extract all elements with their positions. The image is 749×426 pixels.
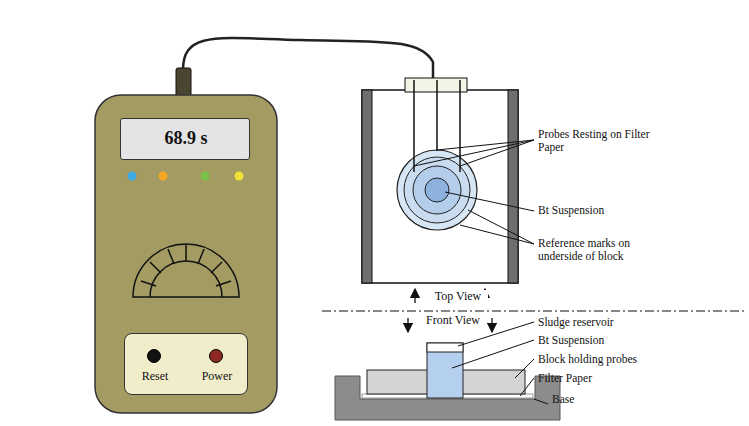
view-label: Top View [428,290,488,303]
leader-lines [414,140,534,244]
status-led [159,172,168,181]
view-label: Front View [420,314,486,327]
callout-label: Probes Resting on Filter Paper [538,128,658,154]
view-arrows [408,289,492,332]
button-panel: Reset Power [124,333,248,395]
leader-lines [452,322,548,404]
status-led [235,172,244,181]
callout-label: Base [552,393,652,406]
button-label: Power [191,370,243,383]
cable [183,38,433,80]
display-screen: 68.9 s [120,118,250,160]
push-button [209,349,223,363]
callout-label: Bt Suspension [538,334,738,347]
callout-label: Bt Suspension [538,204,698,217]
callout-label: Reference marks on underside of block [538,237,658,263]
analog-dial [133,244,239,297]
front-view [335,343,560,420]
status-led [128,172,137,181]
view-divider [322,310,745,311]
top-view-block [362,78,518,283]
callout-label: Filter Paper [538,372,738,385]
button-label: Reset [131,370,179,383]
meter-body [95,95,277,413]
status-led [201,172,210,181]
callout-label: Block holding probes [538,353,738,366]
display-reading: 68.9 s [121,129,251,149]
cable-connector [176,68,191,98]
push-button [147,349,161,363]
callout-label: Sludge reservoir [538,316,738,329]
